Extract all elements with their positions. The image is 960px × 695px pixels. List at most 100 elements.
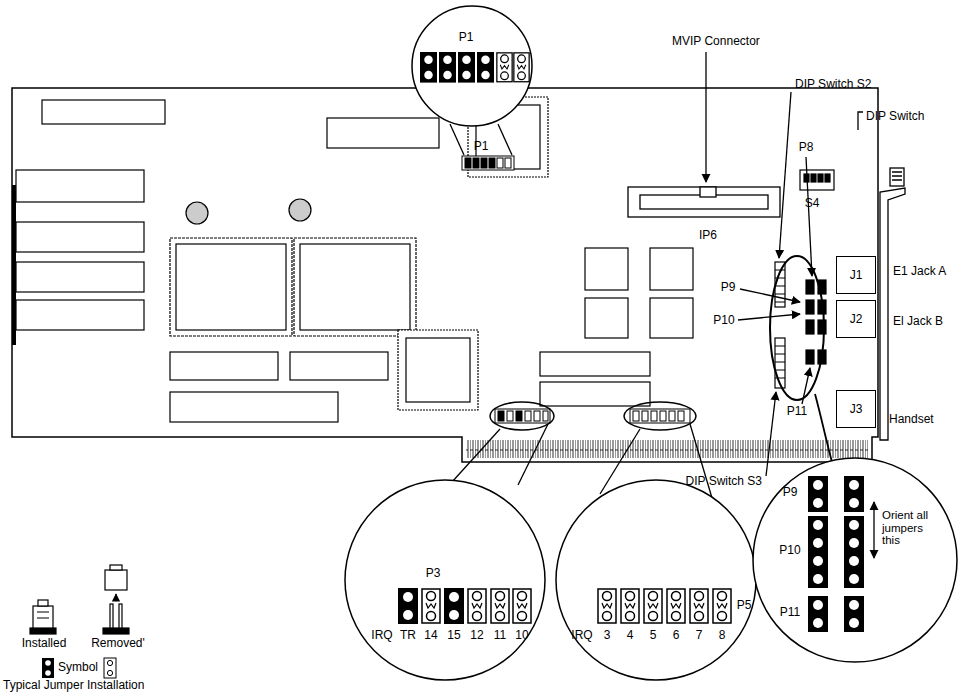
- jumper-symbol: [621, 589, 639, 623]
- jumper-area: [775, 338, 785, 388]
- jumper-symbol: [491, 589, 509, 623]
- circuit-board: [466, 440, 868, 458]
- crystal: [186, 199, 311, 224]
- jumper-symbol: [398, 588, 531, 624]
- pin-name: 4: [627, 629, 634, 642]
- ic-chip: [42, 100, 165, 124]
- jumper-block: [473, 158, 479, 168]
- jumper-symbol: [844, 552, 864, 588]
- ic-chip: [406, 338, 470, 402]
- ic-chip: [16, 97, 693, 422]
- removed-jumper: [103, 628, 129, 634]
- jumper-area: [770, 256, 824, 400]
- mvip-connector: [628, 187, 780, 217]
- part-name: El Jack B: [893, 315, 943, 328]
- removed-jumper: [105, 570, 127, 590]
- ic-chip: [16, 262, 144, 292]
- jumper-symbol: [808, 516, 828, 552]
- dip-switch: [800, 170, 834, 190]
- jumper-symbol: [497, 53, 512, 82]
- part-name: P11: [787, 405, 807, 418]
- ic-chip: [540, 352, 650, 376]
- installed-jumper: [37, 612, 49, 618]
- part-name: P1: [459, 31, 474, 44]
- jumper-symbol: [107, 670, 112, 675]
- jumper-symbol: [844, 516, 864, 552]
- mvip-connector: [628, 187, 780, 217]
- leader-line: [450, 124, 464, 155]
- removed-jumper: [103, 565, 129, 634]
- removed-jumper: [119, 604, 122, 628]
- jumper-block: [497, 158, 503, 168]
- crystal: [289, 199, 311, 221]
- jumper-area: [770, 256, 826, 400]
- removed-jumper: [110, 604, 113, 628]
- mounting-bracket: [880, 188, 905, 440]
- jumper-area: [806, 350, 814, 364]
- jumper-block: [495, 409, 550, 423]
- zoom-circle: [412, 6, 532, 126]
- jumper-symbol: [477, 52, 494, 83]
- ic-chip: [585, 298, 628, 338]
- pin-name: IRQ: [571, 629, 592, 642]
- pin-name: 10: [515, 629, 528, 642]
- part-name: P3: [426, 567, 441, 580]
- dip-switch: [818, 174, 823, 182]
- jumper-block: [633, 411, 639, 421]
- leader-line: [498, 124, 512, 155]
- ic-chip: [327, 118, 439, 148]
- part-name: DIP Switch S2: [795, 78, 871, 91]
- leader-line: [806, 157, 812, 276]
- installed-jumper: [38, 600, 48, 606]
- jumper-symbol: [844, 476, 864, 512]
- ic-chip: [300, 244, 410, 330]
- jumper-symbol: [808, 476, 864, 632]
- jumper-symbol: [690, 589, 708, 623]
- jumper-block: [505, 158, 511, 168]
- ic-chip: [16, 170, 144, 202]
- jumper-symbol: [422, 589, 440, 623]
- leader-line: [450, 52, 863, 498]
- ic-chip: [290, 352, 388, 380]
- jumper-block: [660, 411, 666, 421]
- jumper-block: [642, 411, 648, 421]
- leader-line: [766, 392, 776, 476]
- mvip-connector: [700, 187, 716, 197]
- jumper-block: [489, 158, 495, 168]
- jumper-symbol: [45, 660, 51, 666]
- jumper-symbol: [104, 658, 116, 678]
- part-name: P10: [779, 544, 800, 557]
- removed-jumper: [110, 565, 122, 570]
- caption-text: Typical Jumper Installation: [3, 679, 144, 692]
- part-name: E1 Jack A: [893, 265, 946, 278]
- installed-jumper: [33, 606, 53, 628]
- jumper-symbol: [444, 588, 464, 624]
- crystal: [186, 202, 208, 224]
- part-name: MVIP Connector: [672, 35, 760, 48]
- jumper-block: [462, 156, 696, 430]
- jack-name: J2: [850, 312, 863, 326]
- jumper-symbol: [808, 552, 828, 588]
- jumper-symbol: [644, 589, 662, 623]
- jumper-block: [534, 411, 540, 421]
- jumper-block: [624, 402, 696, 430]
- ic-chip: [170, 352, 278, 380]
- mounting-bracket: [880, 168, 905, 440]
- pin-name: 8: [719, 629, 726, 642]
- pin-name: 6: [673, 629, 680, 642]
- part-name: DIP Switch: [866, 110, 924, 123]
- zoom-circle: [556, 480, 756, 680]
- jumper-symbol: [514, 53, 529, 82]
- ic-chip: [650, 248, 693, 290]
- zoom-circle: [345, 480, 545, 680]
- legend-text: Symbol: [58, 661, 98, 674]
- pin-name: 12: [470, 629, 483, 642]
- jumper-area: [806, 300, 814, 314]
- jumper-symbol: [420, 52, 529, 83]
- leader-line: [779, 92, 791, 258]
- pin-name: 11: [494, 629, 506, 642]
- leader-line: [518, 424, 548, 485]
- jumper-symbol: [42, 658, 116, 678]
- circuit-board: [12, 88, 878, 462]
